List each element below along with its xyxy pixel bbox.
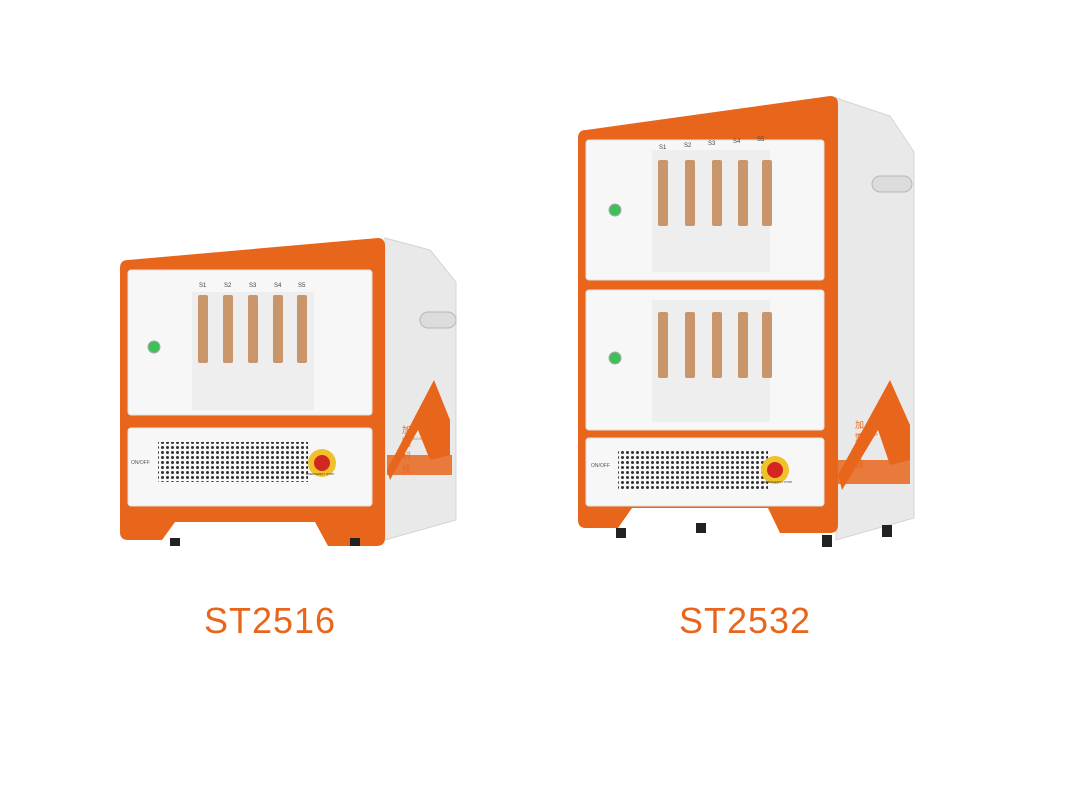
slot-label: S3: [249, 283, 257, 289]
estop-label: EMERGENCY STOP: [306, 472, 335, 476]
brand-cn: 加速科技: [855, 420, 865, 469]
product-image-st2532: [578, 96, 915, 547]
power-button-icon: [608, 203, 622, 217]
slot-label: S5: [298, 283, 306, 289]
brand-en: SPEEDCHIP: [855, 432, 879, 437]
model-label-st2516: ST2516: [203, 600, 337, 641]
vent-grille: [618, 450, 768, 490]
slot-label: S4: [733, 139, 741, 145]
model-label-st2532: ST2532: [678, 600, 812, 641]
slot-label: S1: [199, 283, 207, 289]
handle-icon: [419, 311, 457, 329]
slot-label: S2: [684, 143, 692, 149]
onoff-label: ON/OFF: [131, 460, 150, 466]
brand-cn: 加速科技: [402, 425, 412, 474]
vent-grille: [158, 442, 308, 482]
slot-label: S3: [708, 141, 716, 147]
product-image-st2516: [120, 237, 457, 546]
slot-label: S2: [224, 283, 232, 289]
power-button-icon: [608, 351, 622, 365]
power-button-icon: [147, 340, 161, 354]
onoff-label: ON/OFF: [591, 463, 610, 469]
handle-icon: [871, 175, 913, 193]
slot-label: S4: [274, 283, 282, 289]
slot-label: S5: [757, 137, 765, 143]
estop-label: EMERGENCY STOP: [764, 480, 793, 484]
slot-label: S1: [659, 145, 667, 151]
brand-en: SPEEDCHIP: [402, 436, 426, 441]
